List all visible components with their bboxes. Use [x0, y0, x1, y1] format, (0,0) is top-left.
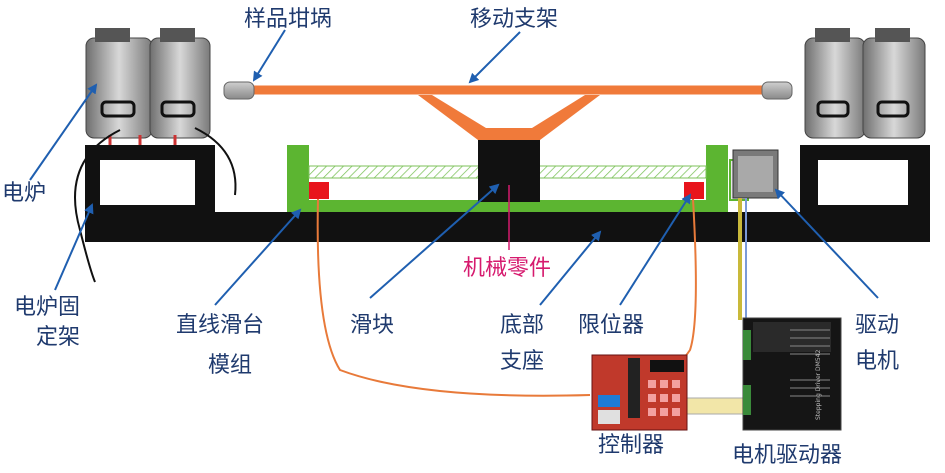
furnace-cable	[74, 129, 121, 283]
label-drive-motor-2: 电机	[855, 349, 899, 374]
furnace-mount-right	[800, 145, 930, 215]
label-mech-part: 机械零件	[463, 256, 551, 281]
label-controller: 控制器	[598, 433, 664, 458]
motor-driver: Stepping Driver DM542	[742, 317, 842, 431]
base-rail	[85, 212, 930, 242]
label-base-1: 底部	[500, 313, 544, 338]
sample-crucible-right	[761, 81, 793, 100]
controller-board	[591, 354, 688, 431]
furnace-mount-left	[85, 145, 215, 215]
limit-switch-left	[309, 182, 329, 199]
label-linear-module-1: 直线滑台	[176, 313, 264, 338]
sample-crucible-left	[223, 81, 255, 100]
callouts	[29, 29, 879, 306]
label-limiter: 限位器	[578, 313, 644, 338]
label-slider: 滑块	[350, 313, 394, 338]
label-motor-driver: 电机驱动器	[732, 443, 842, 468]
driver-panel-text: Stepping Driver DM542	[815, 350, 822, 420]
label-moving-bracket: 移动支架	[470, 7, 558, 32]
label-drive-motor-1: 驱动	[855, 313, 899, 338]
label-sample-crucible: 样品坩埚	[244, 7, 332, 32]
label-linear-module-2: 模组	[208, 353, 252, 378]
label-furnace-mount-2: 定架	[36, 325, 80, 350]
furnace-cable-2	[194, 127, 237, 196]
label-base-2: 支座	[500, 349, 544, 374]
drive-motor	[729, 149, 779, 201]
moving-bracket	[250, 85, 765, 140]
electric-furnace-left	[85, 28, 211, 145]
ribbon-cable	[684, 397, 746, 415]
wire-left-limit	[316, 198, 591, 397]
label-furnace: 电炉	[2, 181, 46, 206]
limit-switch-right	[684, 182, 704, 199]
electric-furnace-right	[804, 28, 926, 139]
label-furnace-mount-1: 电炉固	[14, 295, 80, 320]
